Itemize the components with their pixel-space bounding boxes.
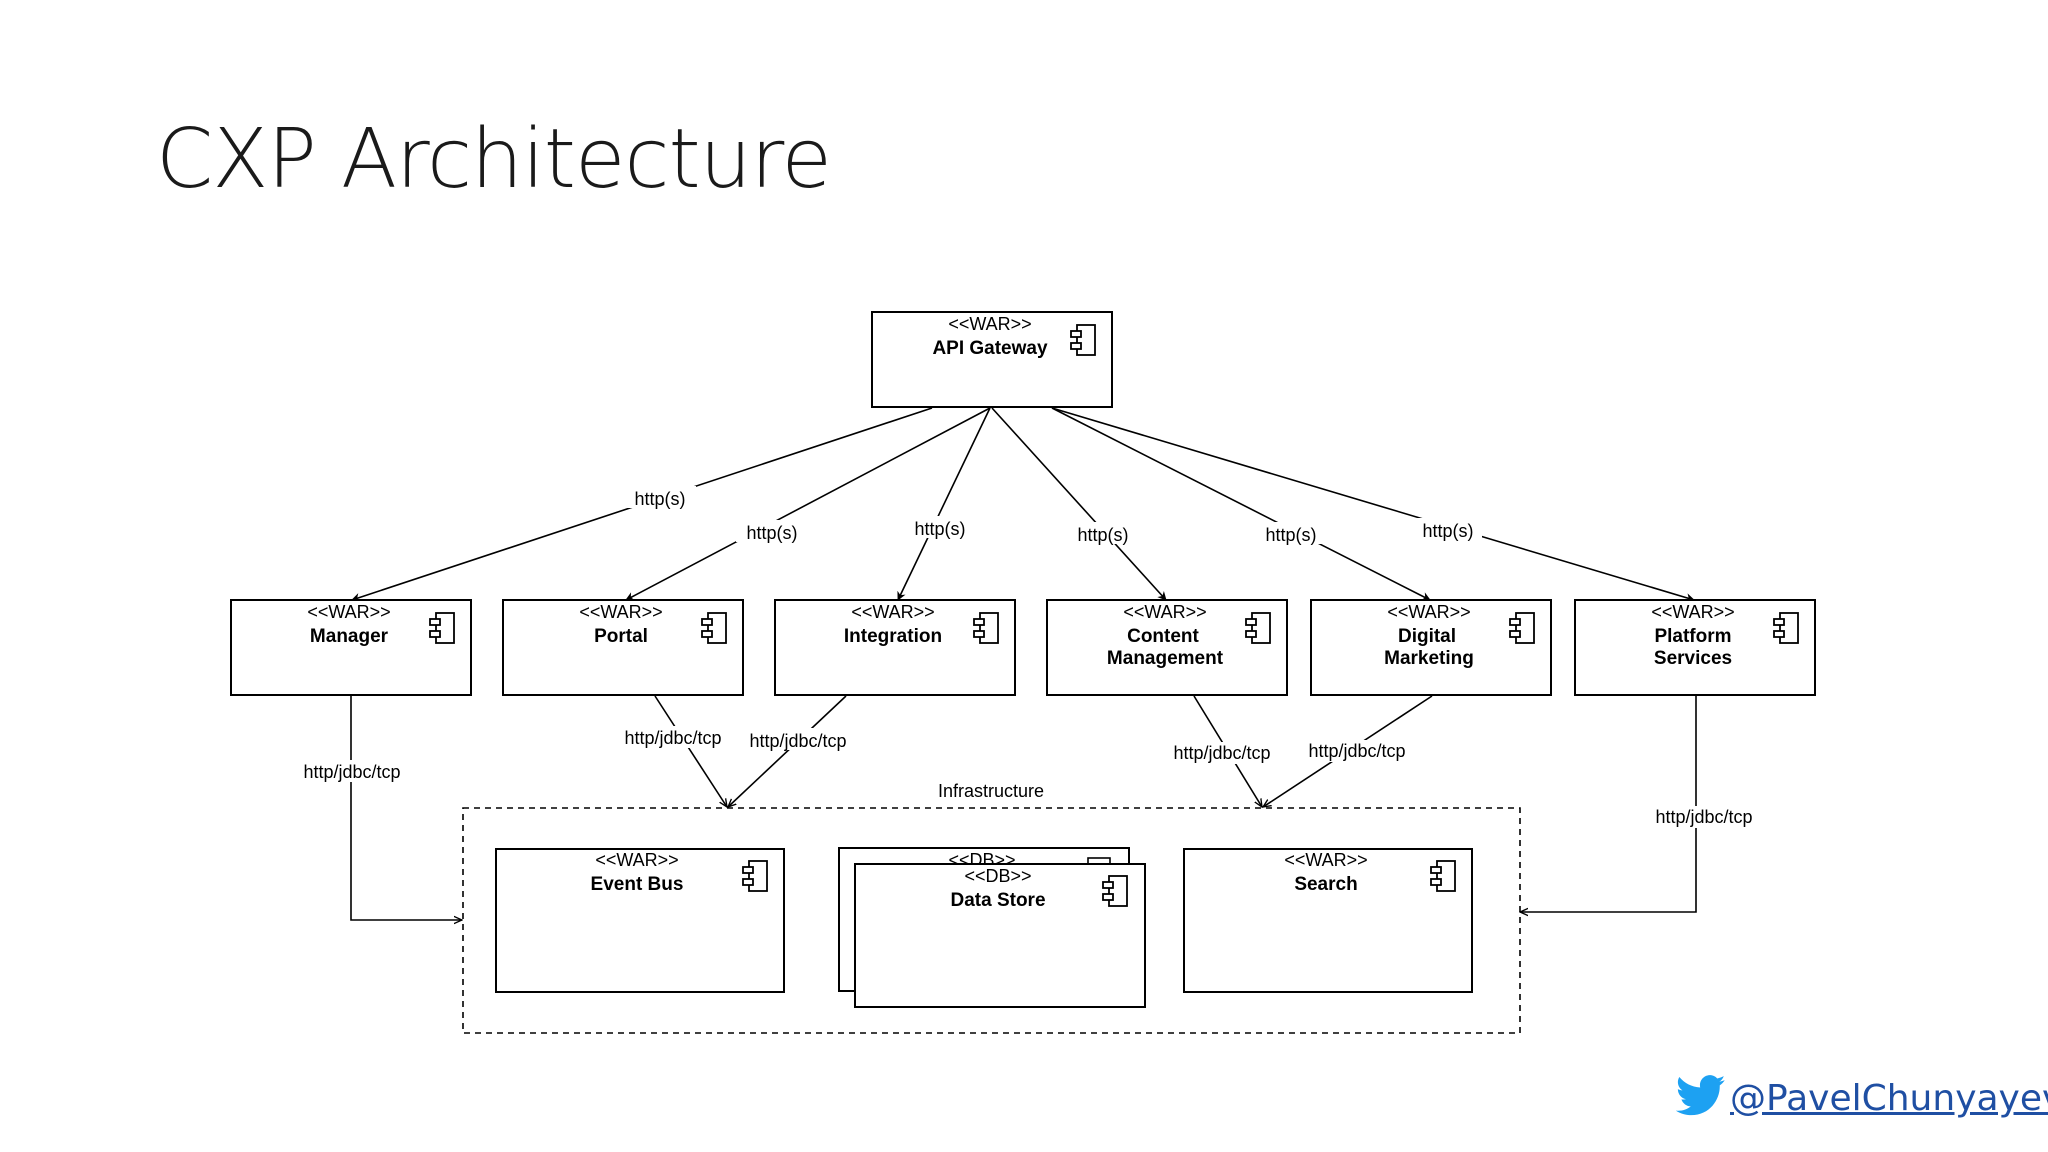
service-manager: <<WAR>> Manager	[230, 599, 472, 696]
service-name: Manager	[310, 626, 389, 647]
service-portal: <<WAR>> Portal	[502, 599, 744, 696]
service-name-line-2: Marketing	[1384, 648, 1474, 669]
edge-label-gateway-marketing: http(s)	[1265, 525, 1316, 545]
edge-label-portal: http/jdbc/tcp	[624, 728, 721, 748]
api-gateway-stereotype: <<WAR>>	[948, 314, 1031, 334]
edge-label-gateway-content: http(s)	[1077, 525, 1128, 545]
twitter-handle-link[interactable]: @PavelChunyayev	[1730, 1078, 2048, 1119]
edge-gateway-portal	[625, 407, 991, 601]
edge-gateway-platform	[1051, 407, 1695, 602]
event-bus-name: Event Bus	[591, 874, 684, 895]
edge-label-gateway-platform: http(s)	[1422, 521, 1473, 541]
search-stereotype: <<WAR>>	[1284, 850, 1367, 870]
service-stereotype: <<WAR>>	[579, 602, 662, 622]
event-bus-stereotype: <<WAR>>	[595, 850, 678, 870]
search-component: <<WAR>> Search	[1183, 848, 1473, 993]
edge-label-gateway-portal: http(s)	[746, 523, 797, 543]
event-bus-component: <<WAR>> Event Bus	[495, 848, 785, 993]
service-name-line-1: Digital	[1398, 626, 1456, 647]
twitter-footer: @PavelChunyayev	[1675, 1074, 2048, 1123]
api-gateway-component: <<WAR>> API Gateway	[871, 311, 1113, 408]
edge-gateway-content	[991, 407, 1167, 601]
edge-label-gateway-manager: http(s)	[634, 489, 685, 509]
service-digital-marketing: <<WAR>> Digital Marketing	[1310, 599, 1552, 696]
edge-gateway-integration	[897, 407, 991, 601]
service-name-line-1: Platform	[1654, 626, 1731, 647]
twitter-bird-icon	[1675, 1074, 1726, 1123]
edge-label-marketing: http/jdbc/tcp	[1308, 741, 1405, 761]
edge-platform-infrastructure	[1520, 696, 1697, 912]
service-name-line-2: Services	[1654, 648, 1732, 669]
data-store-stereotype: <<DB>>	[964, 866, 1031, 886]
service-content-management: <<WAR>> Content Management	[1046, 599, 1288, 696]
search-name: Search	[1294, 874, 1357, 895]
gateway-edges	[351, 407, 1695, 602]
service-name: Portal	[594, 626, 648, 647]
service-stereotype: <<WAR>>	[851, 602, 934, 622]
edge-integration-infrastructure	[728, 695, 847, 807]
service-name-line-1: Content	[1127, 626, 1199, 647]
edge-manager-infrastructure	[350, 696, 462, 920]
edge-label-platform: http/jdbc/tcp	[1655, 807, 1752, 827]
service-stereotype: <<WAR>>	[1123, 602, 1206, 622]
service-stereotype: <<WAR>>	[1387, 602, 1470, 622]
service-name-line-2: Management	[1107, 648, 1224, 669]
edge-label-gateway-integration: http(s)	[914, 519, 965, 539]
service-name: Integration	[844, 626, 942, 647]
infrastructure-boundary: Infrastructure	[462, 781, 1521, 1034]
infrastructure-label: Infrastructure	[938, 781, 1044, 801]
service-platform-services: <<WAR>> Platform Services	[1574, 599, 1816, 696]
service-integration: <<WAR>> Integration	[774, 599, 1016, 696]
edge-portal-infrastructure	[654, 695, 727, 807]
service-stereotype: <<WAR>>	[1651, 602, 1734, 622]
edge-label-integration: http/jdbc/tcp	[749, 731, 846, 751]
api-gateway-name: API Gateway	[932, 338, 1048, 359]
data-store-component: <<DB>> <<DB>> Data Store	[838, 847, 1146, 1008]
edge-gateway-marketing	[1051, 407, 1431, 601]
service-stereotype: <<WAR>>	[307, 602, 390, 622]
edge-label-manager: http/jdbc/tcp	[303, 762, 400, 782]
edge-label-content: http/jdbc/tcp	[1173, 743, 1270, 763]
slide-title: CXP Architecture	[156, 112, 832, 207]
data-store-name: Data Store	[950, 890, 1045, 911]
